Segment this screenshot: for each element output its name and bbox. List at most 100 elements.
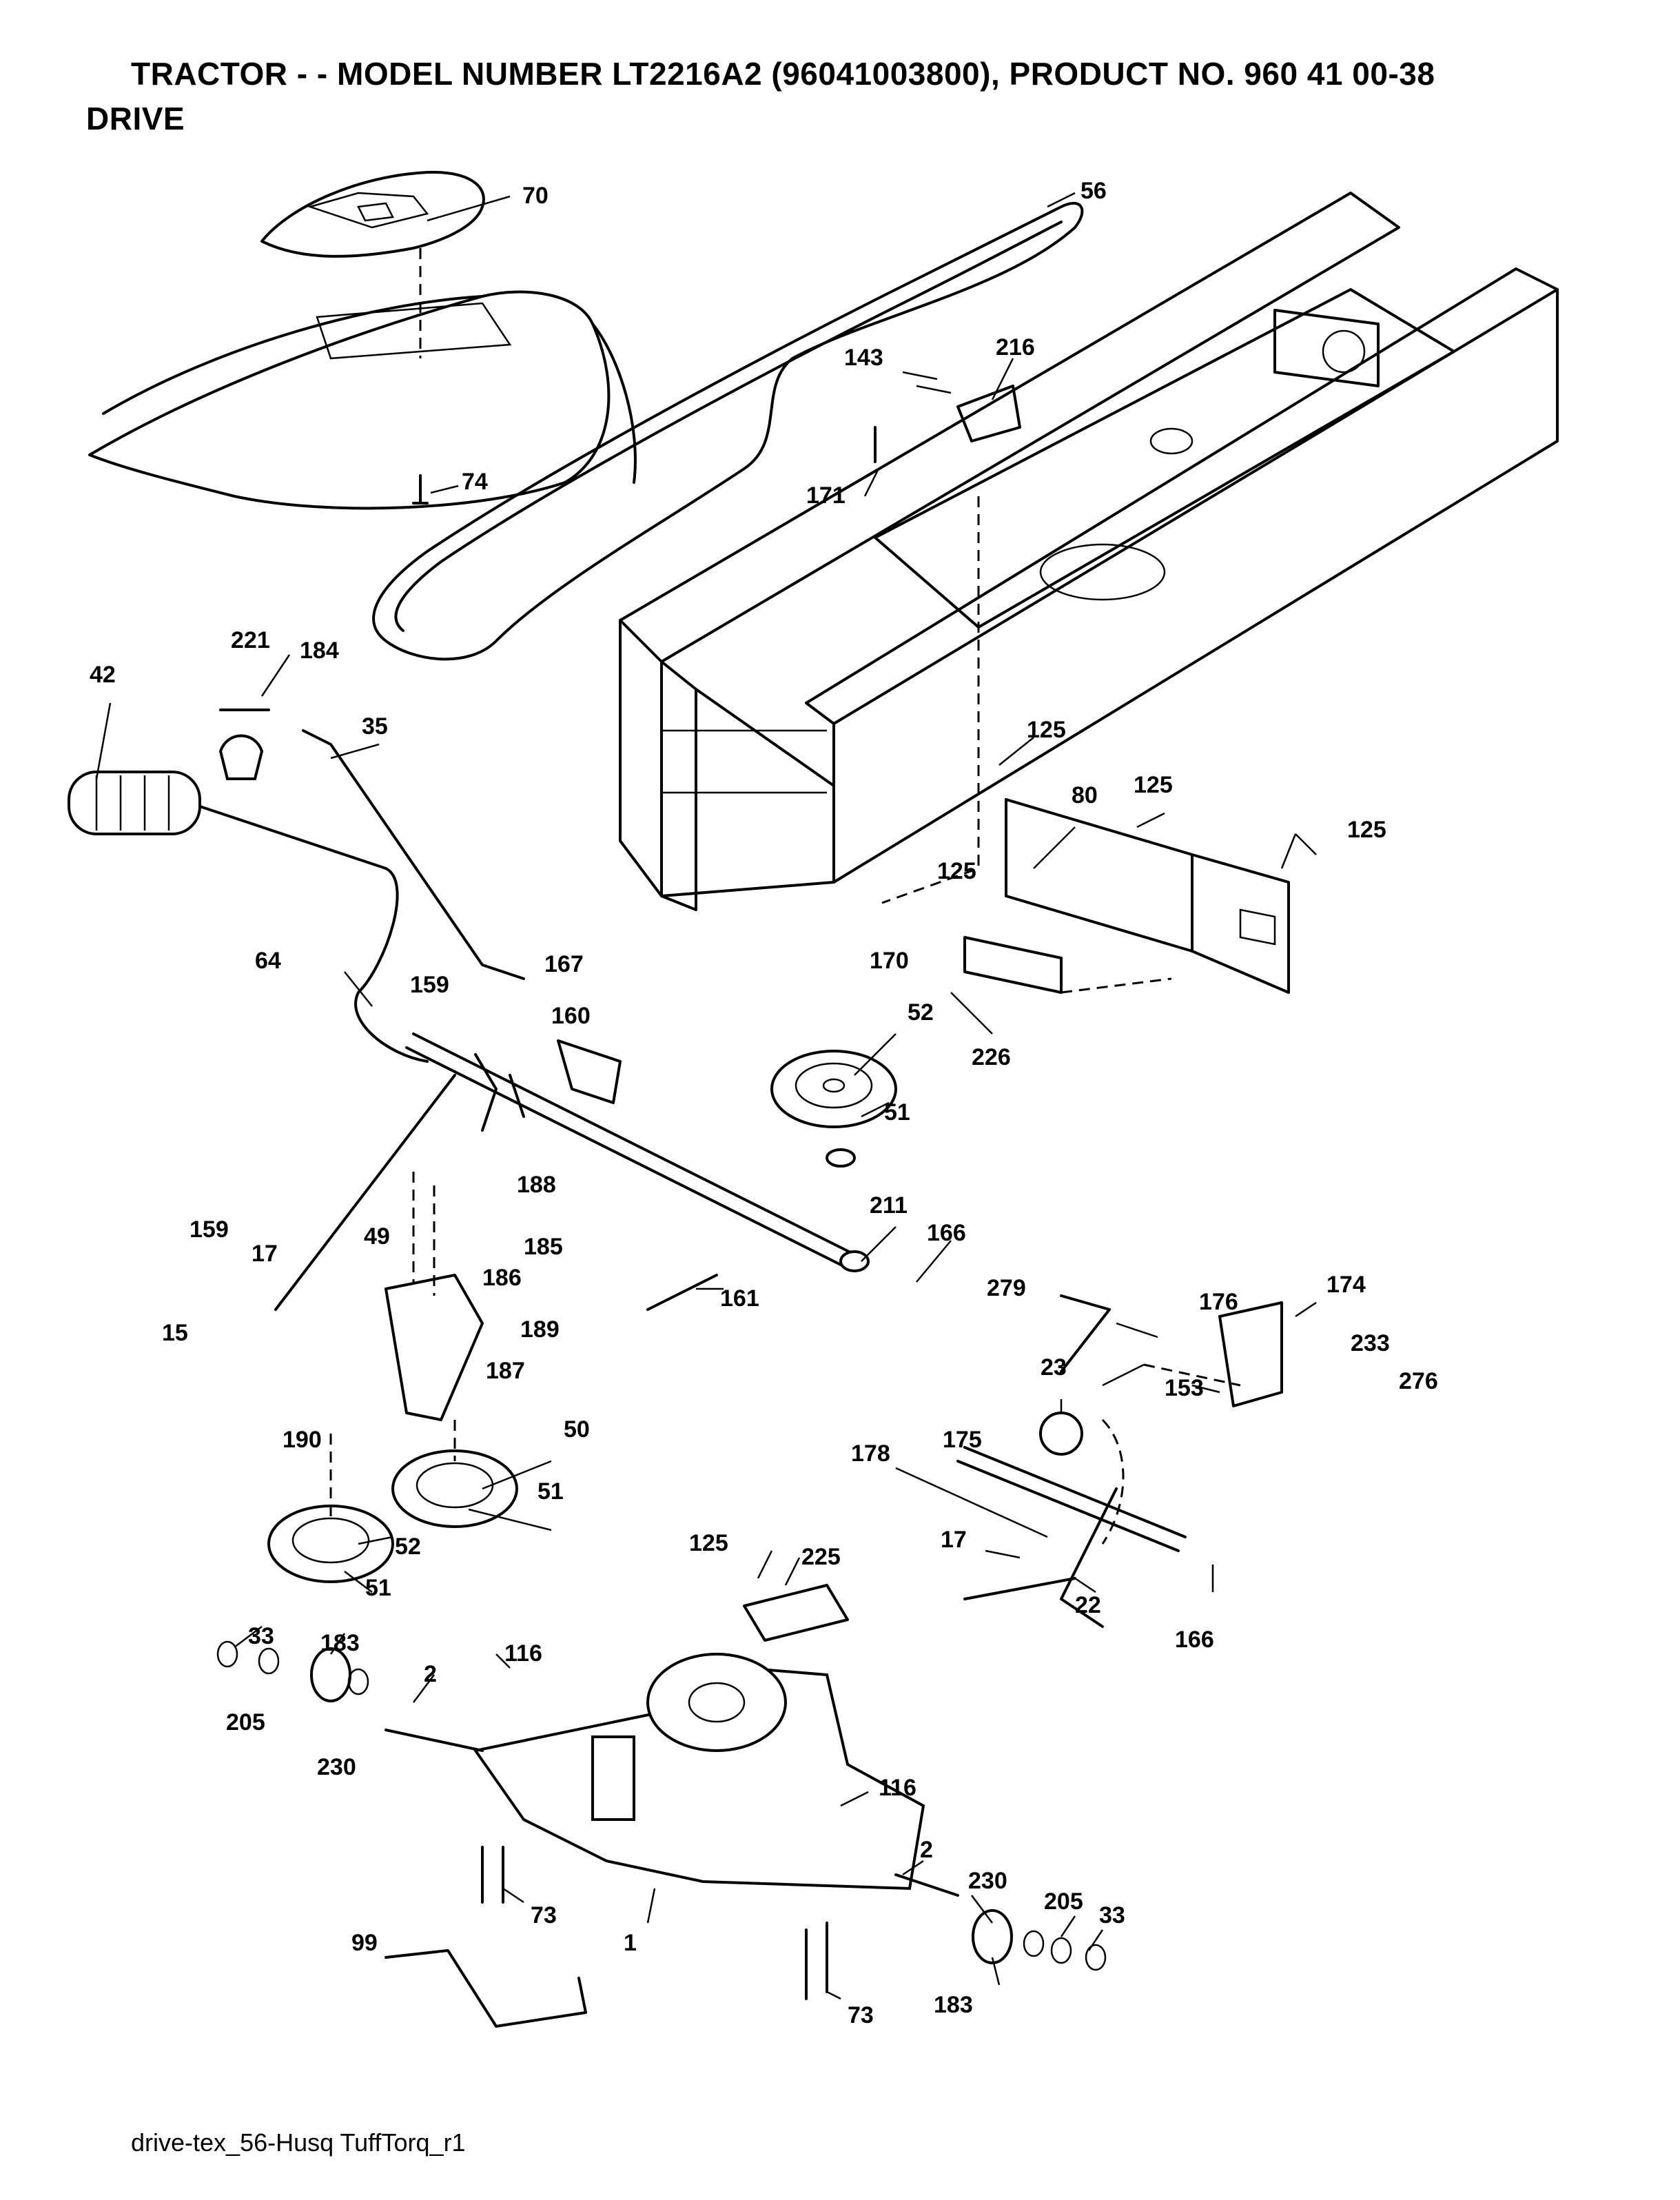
cross-shaft [412, 1032, 856, 1256]
callout: 178 [851, 1440, 890, 1467]
callout: 33 [1099, 1902, 1125, 1928]
callout: 166 [1175, 1627, 1214, 1653]
callout: 125 [1347, 817, 1386, 843]
callout: 49 [364, 1223, 390, 1250]
bracket-226 [963, 936, 1063, 994]
drive-belt [372, 201, 1084, 661]
callout: 159 [189, 1216, 229, 1243]
callout: 187 [486, 1358, 525, 1384]
bolt-74 [412, 474, 429, 505]
callout: 160 [551, 1003, 591, 1029]
shift-lever [198, 805, 429, 1063]
nut-51 [826, 1148, 856, 1168]
callout: 171 [806, 482, 846, 509]
hood-panel [88, 290, 637, 510]
callout: 170 [870, 948, 909, 974]
callout: 17 [941, 1527, 967, 1553]
assembly-dashes [329, 248, 1241, 1545]
callout: 279 [987, 1275, 1026, 1301]
callout: 51 [537, 1478, 564, 1505]
callout: 211 [870, 1192, 908, 1219]
callout: 221 [231, 627, 270, 653]
callout: 70 [522, 183, 549, 209]
callout-labels: 70 56 216 143 171 74 221 184 42 35 125 8… [90, 178, 1438, 2028]
callout: 125 [1134, 772, 1173, 798]
idler-pulley-52 [770, 1050, 897, 1128]
pedal-bracket [557, 1039, 622, 1104]
callout: 183 [934, 1992, 973, 2018]
callout: 190 [283, 1427, 322, 1453]
callout: 1 [624, 1930, 637, 1956]
callout: 153 [1165, 1375, 1204, 1401]
rod-99 [385, 1949, 587, 2028]
bracket-225 [743, 1584, 849, 1642]
callout: 35 [362, 713, 388, 740]
callout: 116 [504, 1640, 542, 1667]
callout: 17 [252, 1241, 278, 1267]
callout: 23 [1041, 1354, 1067, 1381]
callout: 167 [544, 951, 584, 977]
callout: 205 [1044, 1888, 1083, 1915]
bolts-73 [481, 1846, 828, 2000]
callout: 125 [937, 858, 976, 884]
callout: 52 [395, 1534, 421, 1560]
shift-knob [68, 771, 201, 835]
callout: 188 [517, 1172, 556, 1198]
title-line-model: TRACTOR - - MODEL NUMBER LT2216A2 (96041… [131, 56, 1435, 92]
callout: 233 [1351, 1330, 1390, 1356]
callout: 116 [879, 1775, 916, 1801]
tractor-frame [619, 192, 1559, 911]
callout: 80 [1072, 782, 1098, 808]
spring-161 [646, 1274, 718, 1311]
part-23 [1039, 1412, 1083, 1456]
callout: 174 [1326, 1272, 1366, 1298]
title-line-section: DRIVE [86, 101, 185, 136]
callout: 56 [1080, 178, 1107, 204]
callout: 176 [1199, 1289, 1238, 1315]
clip-184 [218, 709, 270, 780]
bracket-176 [1218, 1301, 1283, 1407]
rod-279 [1060, 1294, 1111, 1373]
callout: 74 [462, 469, 488, 495]
drawing-reference: drive-tex_56-Husq TuffTorq_r1 [131, 2128, 466, 2157]
axle-hardware-right [972, 1909, 1107, 1971]
callout: 216 [996, 334, 1035, 360]
bracket-80 [1005, 798, 1290, 994]
callout: 166 [927, 1220, 966, 1246]
callout: 42 [90, 662, 116, 688]
callout: 159 [410, 972, 449, 998]
callout: 226 [972, 1044, 1011, 1070]
idler-bracket [385, 1274, 484, 1421]
shaft-175 [963, 1446, 1187, 1538]
callout: 230 [968, 1868, 1007, 1894]
transaxle-assembly [385, 1653, 959, 1897]
callout: 161 [720, 1285, 759, 1312]
axle-hardware-left [216, 1640, 369, 1702]
callout: 125 [689, 1530, 728, 1556]
callout: 73 [531, 1902, 557, 1928]
callout: 50 [564, 1416, 590, 1443]
bracket-216 [874, 371, 1021, 463]
pulley-50 [391, 1449, 518, 1528]
callout: 143 [844, 345, 883, 371]
callout: 225 [801, 1544, 841, 1570]
callout: 73 [848, 2002, 874, 2028]
callout: 125 [1027, 717, 1066, 743]
callout: 52 [908, 999, 934, 1026]
callout: 189 [520, 1316, 560, 1343]
callout: 186 [482, 1265, 522, 1291]
callout: 276 [1399, 1368, 1438, 1394]
callout: 15 [162, 1320, 188, 1346]
callout: 183 [320, 1630, 360, 1656]
callout: 2 [920, 1837, 933, 1863]
callout: 99 [351, 1930, 378, 1956]
rod-17 [274, 1074, 456, 1311]
leader-lines [95, 192, 1317, 2000]
callout: 22 [1075, 1592, 1101, 1618]
callout: 205 [226, 1709, 265, 1735]
callout: 230 [317, 1754, 356, 1780]
callout: 185 [524, 1234, 563, 1260]
rod-35 [302, 729, 525, 980]
callout: 2 [424, 1661, 437, 1687]
